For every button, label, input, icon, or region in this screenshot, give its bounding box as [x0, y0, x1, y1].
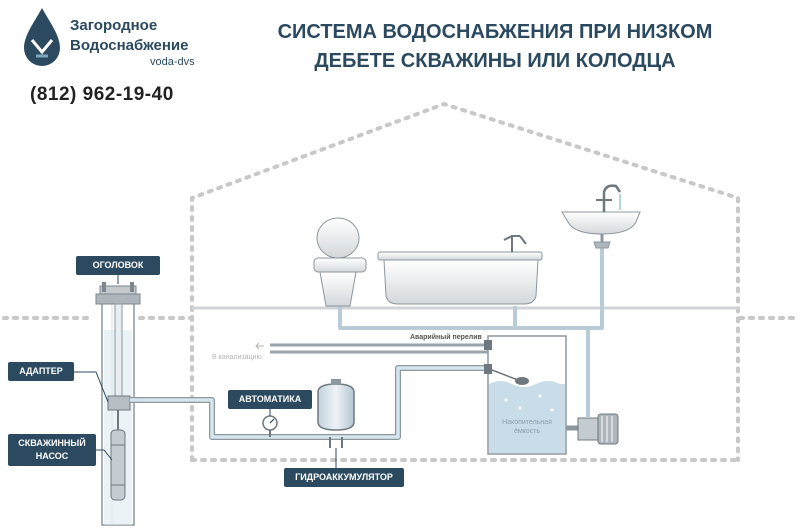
storage-tank — [484, 335, 567, 455]
sewer-note: В канализацию — [212, 354, 262, 361]
brand-name: Загородное Водоснабжение — [70, 17, 189, 54]
logo-drop-icon — [24, 8, 60, 66]
drop-pipe — [114, 303, 123, 405]
sink — [561, 184, 641, 249]
toilet — [313, 217, 367, 307]
phone-number: (812) 962-19-40 — [30, 84, 174, 105]
accumulator-label: ГИДРОАККУМУЛЯТОР — [284, 468, 404, 487]
pump-label: СКВАЖИННЫЙ НАСОС — [8, 434, 96, 466]
overflow-note: Аварийный перелив — [410, 334, 482, 341]
page-title: СИСТЕМА ВОДОСНАБЖЕНИЯ ПРИ НИЗКОМ ДЕБЕТЕ … — [277, 21, 713, 72]
hydro-accumulator — [317, 379, 355, 448]
adapter-callout-line — [74, 371, 109, 403]
submersible-pump — [110, 429, 126, 501]
surface-pump — [566, 413, 619, 445]
wellhead-label: ОГОЛОВОК — [76, 256, 160, 275]
sink-pipe — [588, 246, 604, 330]
pump-callout-line — [96, 449, 113, 461]
automation-gauge-icon — [262, 415, 278, 437]
wellhead — [95, 282, 141, 305]
sewer-arrow-icon — [255, 342, 264, 350]
house-outline — [190, 101, 740, 462]
tank-note: Накопительная ёмкость — [502, 419, 552, 435]
brand-sub: voda-dvs — [150, 56, 195, 68]
supply-pipe-water — [130, 366, 488, 439]
adapter-label: АДАПТЕР — [8, 362, 74, 381]
automation-label: АВТОМАТИКА — [228, 390, 312, 409]
bathtub — [377, 235, 543, 305]
adapter — [107, 395, 131, 411]
